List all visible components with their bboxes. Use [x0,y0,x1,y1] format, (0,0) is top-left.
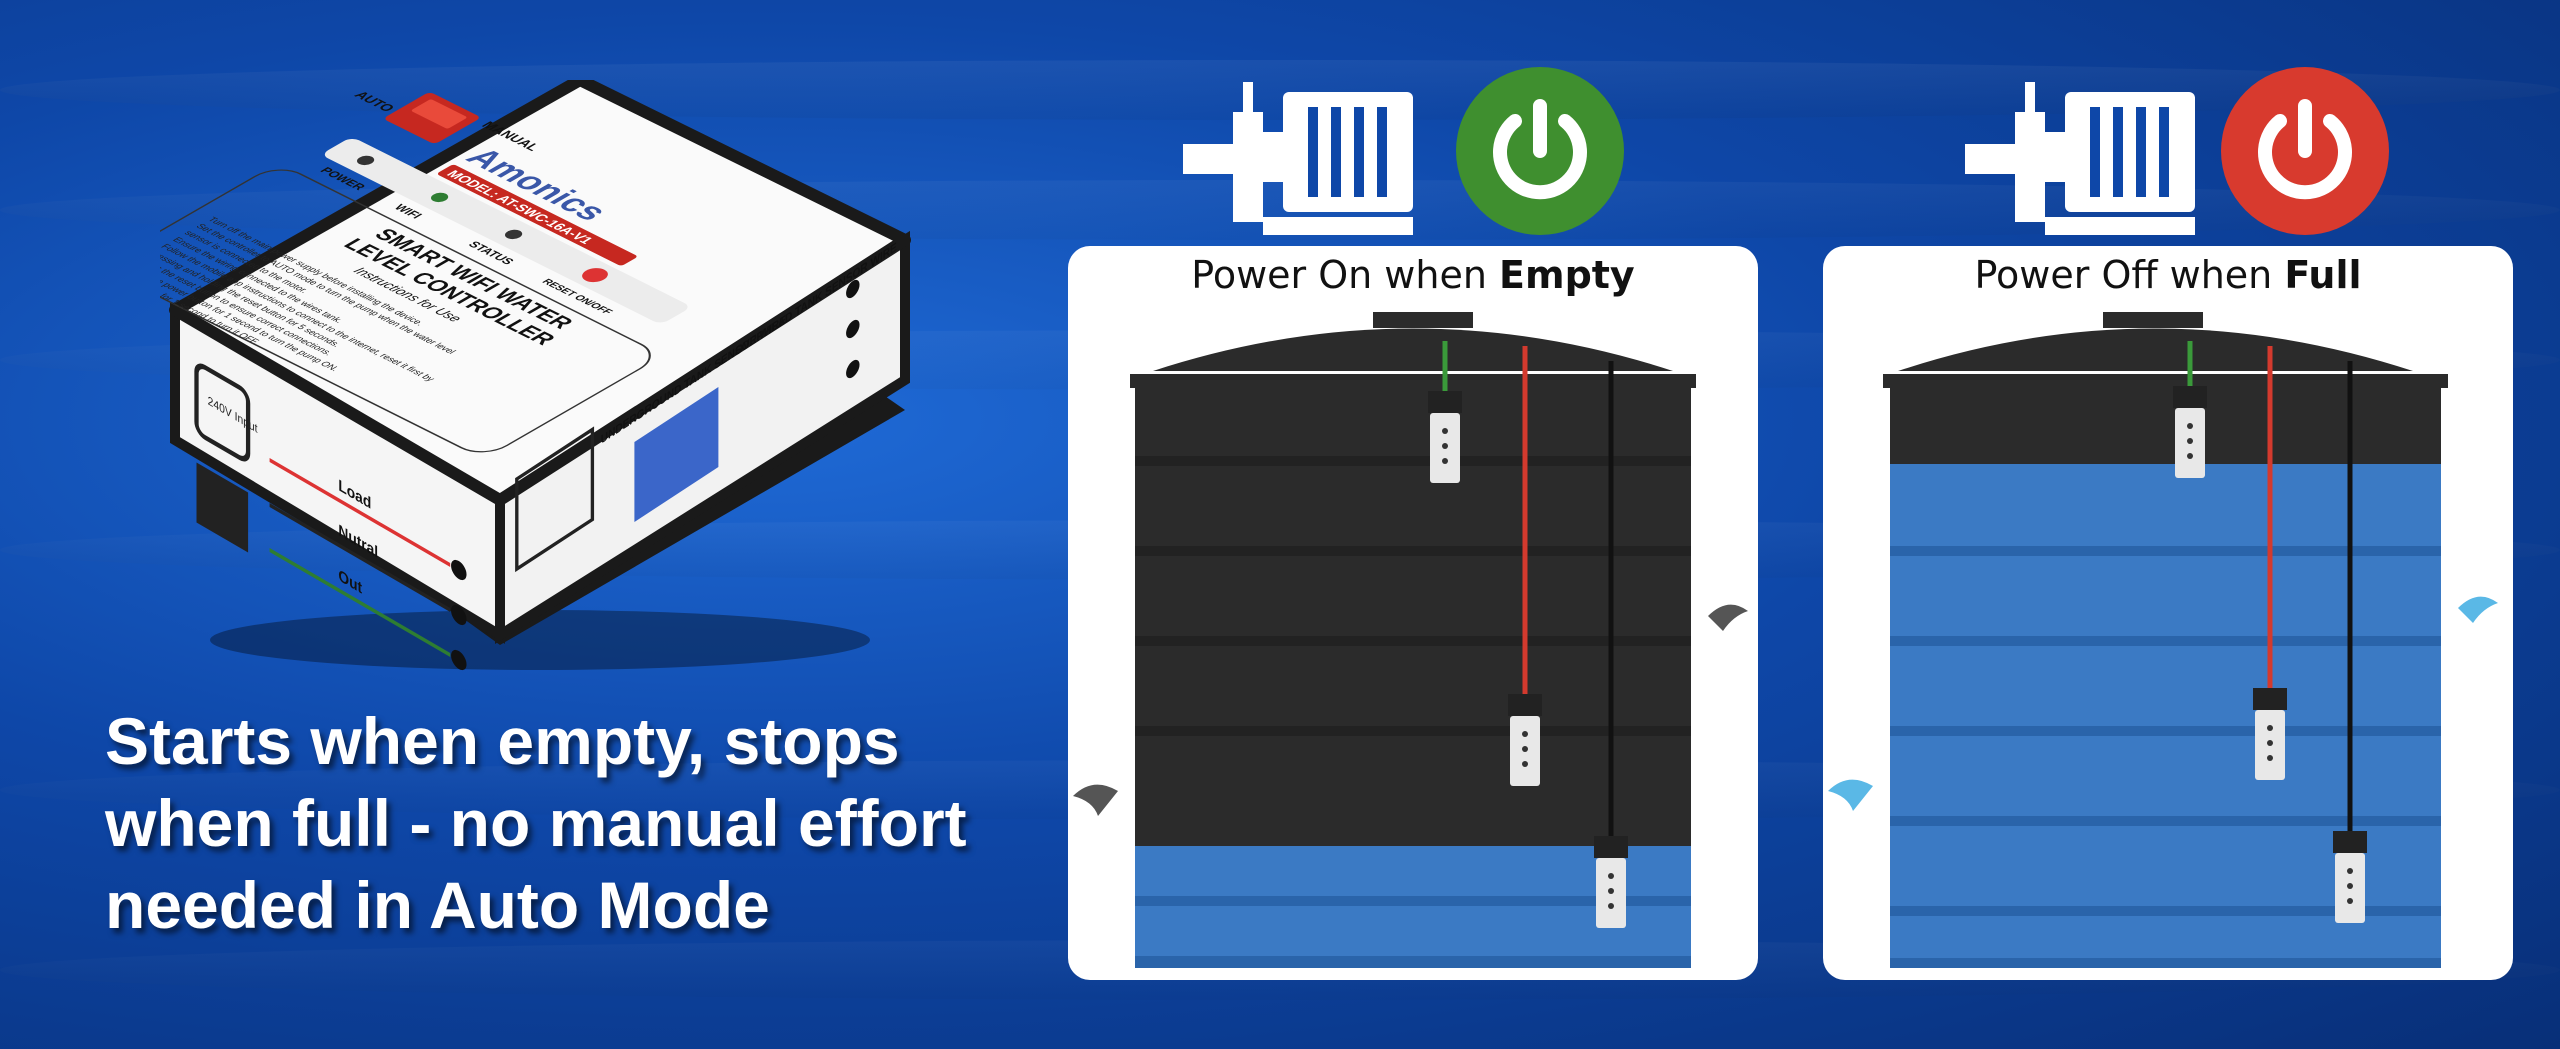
empty-tank-illustration [1073,312,1748,968]
splash-icon [1708,604,1748,631]
switch-auto-label: AUTO [351,89,399,114]
panel-title-prefix: Power Off when [1974,253,2285,297]
tank-top [1890,386,2441,464]
headline-line2: when full - no manual effort [105,786,967,860]
reset-button[interactable] [577,265,613,285]
power-on-empty-panel: Power On when Empty [1068,246,1758,980]
panel-title-emphasis: Empty [1499,253,1635,297]
panel-title: Power On when Empty [1068,250,1758,300]
splash-icon [2458,596,2498,623]
pump-icon [1965,82,2195,235]
sensor-diagram [634,386,719,522]
panel-title-prefix: Power On when [1191,253,1500,297]
headline: Starts when empty, stops when full - no … [105,700,1085,946]
power-on-button [1455,66,1625,236]
panel-title-emphasis: Full [2284,253,2362,297]
status-led [504,229,523,240]
full-tank-illustration [1828,312,2498,968]
tank-wiring-icon [515,426,595,573]
power-led [356,155,375,166]
water-level-controller-device: MANUAL AUTO Amonics MODEL: AT-SWC-16A-V1… [160,80,911,671]
power-on-icon [1456,67,1624,235]
power-off-button [2220,66,2390,236]
splash-icon [1073,784,1118,816]
headline-line3: needed in Auto Mode [105,868,770,942]
splash-icon [1828,779,1873,811]
motor-icon [196,462,249,553]
power-off-full-panel: Power Off when Full [1823,246,2513,980]
power-off-icon [2221,67,2389,235]
input-plug-icon [194,363,251,462]
pump-icon [1183,82,1413,235]
panel-title: Power Off when Full [1823,250,2513,300]
wifi-led [430,192,449,203]
headline-line1: Starts when empty, stops [105,704,900,778]
